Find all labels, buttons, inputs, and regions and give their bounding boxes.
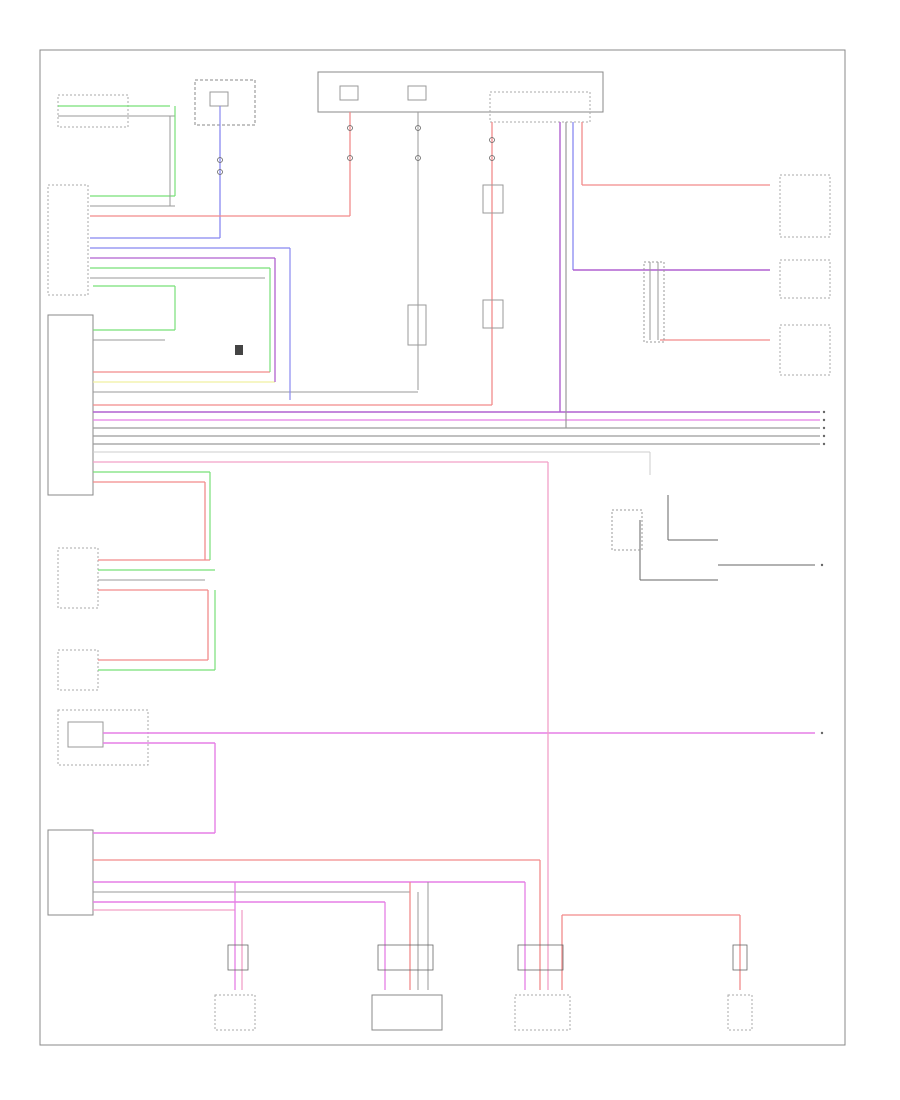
feed-connectors: [217, 125, 495, 175]
hot-at-all-times-box: [194, 79, 256, 130]
right-endpoints: [820, 410, 826, 735]
right-component-1: [779, 174, 831, 238]
bottom-component-1: [214, 994, 256, 1031]
diagram-border: [39, 49, 846, 1046]
bottom-connector-marks: [227, 944, 748, 971]
right-component-3: [779, 324, 831, 376]
right-component-2: [779, 259, 831, 299]
left-bank-4: [57, 649, 215, 691]
left-bank-1: [47, 184, 350, 296]
bottom-drops: [234, 882, 741, 990]
fuse-box: [317, 71, 604, 113]
left-bank-6: [47, 829, 540, 916]
left-bank-2: [47, 314, 820, 496]
bottom-component-2: [371, 994, 443, 1031]
left-bank-3: [57, 547, 215, 609]
bottom-component-3: [514, 994, 571, 1031]
junction-block-1: [482, 184, 504, 214]
left-bank-5: [57, 709, 815, 766]
ground-cluster: [611, 452, 815, 581]
relay-box: [489, 91, 591, 123]
junction-block-2: [482, 299, 504, 329]
right-junction: [643, 261, 665, 343]
top-left-module: [57, 94, 175, 128]
switch-symbol: [407, 304, 427, 346]
sensor-ground: [235, 345, 243, 355]
bottom-component-4: [727, 994, 753, 1031]
